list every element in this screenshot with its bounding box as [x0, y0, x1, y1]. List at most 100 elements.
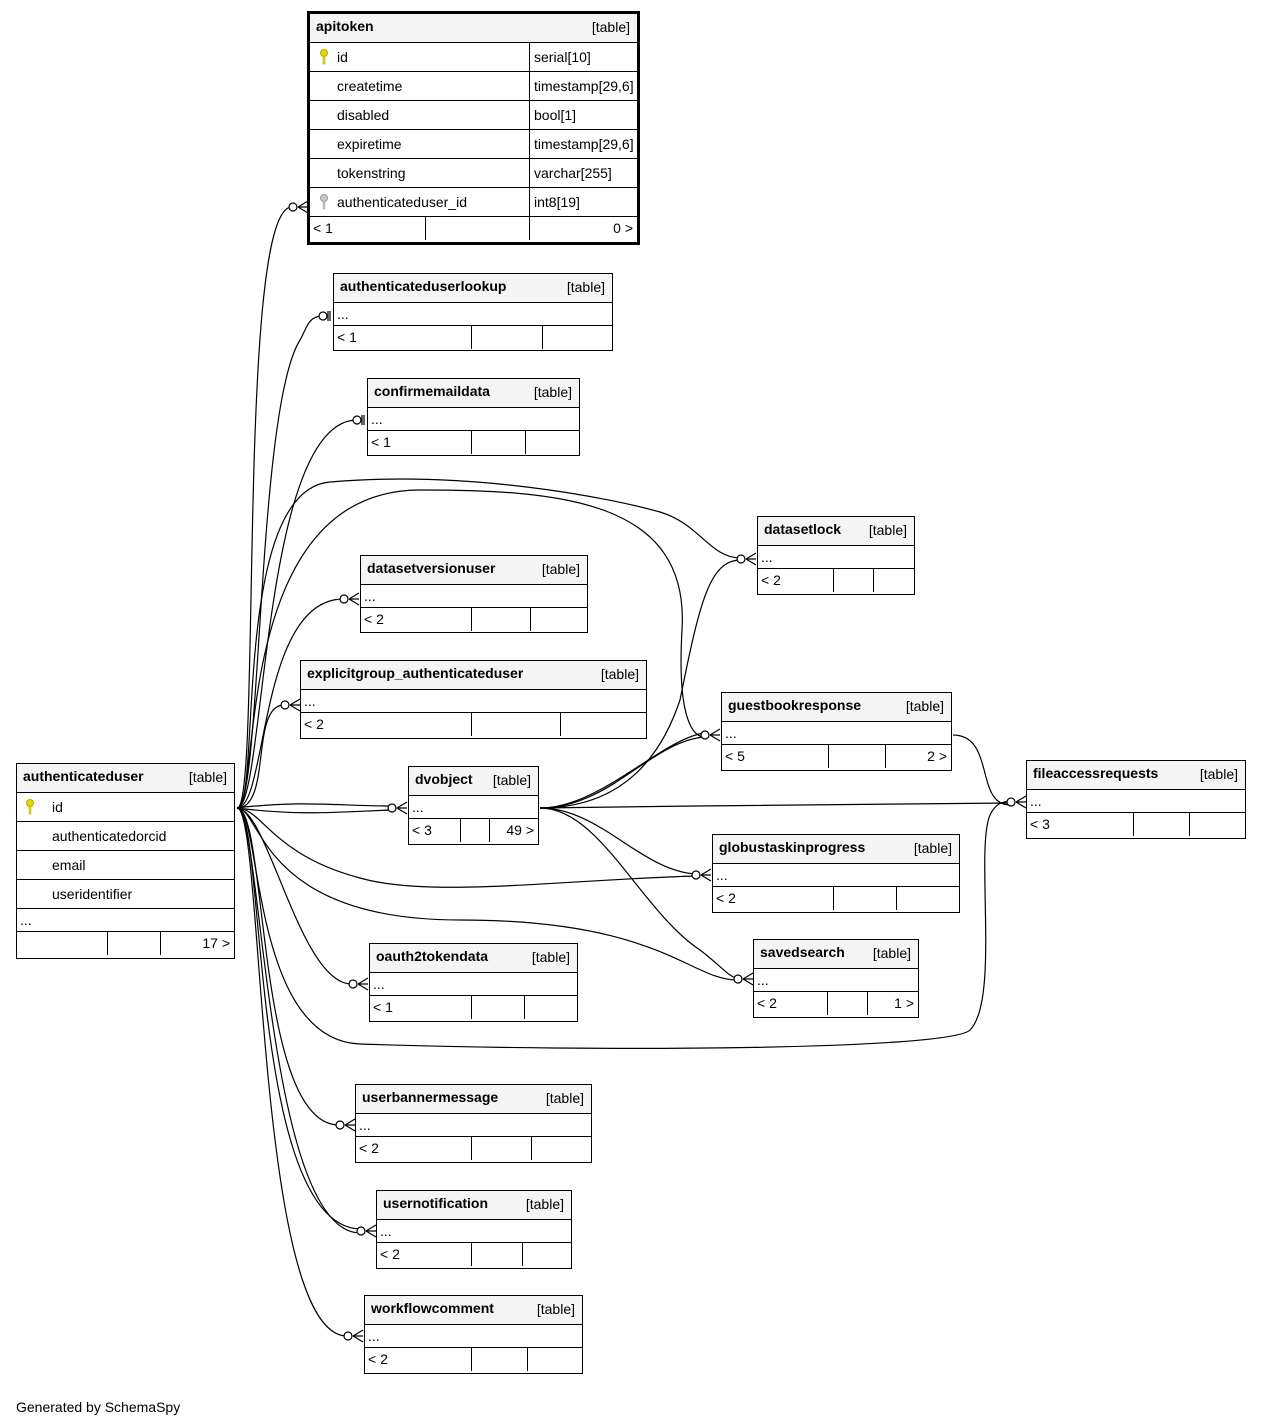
table-usernotification[interactable]: usernotification[table] ... < 2	[376, 1190, 572, 1269]
marker-workflowcomment	[343, 1331, 353, 1341]
table-globustaskinprogress[interactable]: globustaskinprogress[table] ... < 2	[712, 834, 960, 913]
column-name: disabled	[337, 107, 390, 123]
edge-dvobject-fileaccessrequests	[539, 802, 1011, 809]
table-authenticateduserlookup[interactable]: authenticateduserlookup[table] ... < 1	[333, 273, 613, 351]
table-kind: [table]	[600, 666, 639, 682]
table-fileaccessrequests[interactable]: fileaccessrequests[table] ... < 3	[1026, 760, 1246, 839]
ellipsis-row: ...	[377, 1220, 571, 1243]
table-name: datasetversionuser	[367, 560, 496, 576]
table-kind: [table]	[531, 949, 570, 965]
primary-key-icon	[320, 49, 328, 65]
column-name: createtime	[337, 78, 403, 94]
column-type-cell: bool[1]	[529, 101, 637, 129]
column-name: id	[337, 49, 348, 65]
parents-count: < 3	[412, 822, 432, 838]
table-kind: [table]	[913, 840, 952, 856]
edge-dvobject-guestbookresponse-2	[539, 736, 705, 809]
table-footer: < 2 1 >	[754, 992, 918, 1015]
table-datasetlock[interactable]: datasetlock[table] ... < 2	[757, 516, 915, 595]
table-kind: [table]	[872, 945, 911, 961]
table-name: usernotification	[383, 1195, 489, 1211]
ellipsis-row: ...	[368, 408, 579, 431]
column-type-cell: timestamp[29,6]	[529, 72, 637, 100]
parents-count: < 3	[1030, 816, 1050, 832]
table-explicitgroup-authenticateduser[interactable]: explicitgroup_authenticateduser[table] .…	[300, 660, 647, 739]
edge-dvobject-globustaskinprogress	[539, 807, 696, 875]
column-type-cell: int8[19]	[529, 188, 637, 216]
parents-count: < 2	[716, 890, 736, 906]
column-row: tokenstring varchar[255]	[310, 159, 637, 188]
ellipsis-row: ...	[356, 1114, 591, 1137]
column-name: authenticateduser_id	[337, 194, 467, 210]
ellipsis-row: ...	[754, 969, 918, 992]
column-type: int8[19]	[534, 194, 580, 210]
table-footer: < 1	[370, 996, 577, 1019]
edge-authenticateduser-dvobject-2	[236, 807, 392, 814]
table-kind: [table]	[591, 19, 630, 35]
table-oauth2tokendata[interactable]: oauth2tokendata [table] ... < 1	[369, 943, 578, 1022]
parents-count: < 1	[337, 329, 357, 345]
table-savedsearch[interactable]: savedsearch [table] ... < 2 1 >	[753, 939, 919, 1018]
ellipsis-row: ...	[758, 546, 914, 569]
primary-key-icon	[26, 799, 34, 815]
table-footer: < 1	[334, 326, 612, 349]
table-name: userbannermessage	[362, 1089, 499, 1105]
edge-authenticateduser-globustaskinprogress	[236, 807, 696, 888]
edge-authenticateduser-apitoken	[236, 206, 293, 809]
table-apitoken[interactable]: apitoken [table] id serial[10] createtim…	[307, 11, 640, 245]
table-header: apitoken [table]	[310, 14, 637, 43]
edge-authenticateduser-datasetlock	[236, 478, 742, 809]
column-name: tokenstring	[337, 165, 406, 181]
table-guestbookresponse[interactable]: guestbookresponse[table] ... < 5 2 >	[721, 692, 952, 771]
table-workflowcomment[interactable]: workflowcomment[table] ... < 2	[364, 1295, 583, 1374]
column-type: serial[10]	[534, 49, 591, 65]
table-footer: < 2	[356, 1137, 591, 1160]
table-footer: < 2	[365, 1348, 582, 1371]
marker-savedsearch	[733, 974, 743, 984]
table-dvobject[interactable]: dvobject[table] ... < 3 49 >	[408, 766, 539, 845]
ellipsis-row: ...	[409, 796, 538, 819]
column-name: id	[52, 799, 63, 815]
table-name: guestbookresponse	[728, 697, 862, 713]
table-kind: [table]	[533, 384, 572, 400]
table-authenticateduser[interactable]: authenticateduser [table] id authenticat…	[16, 763, 235, 959]
column-row: authenticatedorcid	[17, 822, 234, 851]
table-footer: < 2	[758, 569, 914, 592]
table-name: dvobject	[415, 771, 473, 787]
table-name: confirmemaildata	[374, 383, 490, 399]
table-userbannermessage[interactable]: userbannermessage [table] ... < 2	[355, 1084, 592, 1163]
column-row: authenticateduser_id int8[19]	[310, 188, 637, 217]
column-name: email	[52, 857, 86, 873]
table-kind: [table]	[1199, 766, 1238, 782]
table-footer: < 2	[377, 1243, 571, 1266]
ellipsis-row: ...	[722, 722, 951, 745]
marker-fileaccessrequests	[1006, 797, 1016, 807]
table-name: workflowcomment	[371, 1300, 494, 1316]
table-name: savedsearch	[760, 944, 845, 960]
parents-count: < 2	[380, 1246, 400, 1262]
foreign-key-icon	[320, 194, 328, 210]
table-kind: [table]	[492, 772, 531, 788]
column-row: createtime timestamp[29,6]	[310, 72, 637, 101]
table-kind: [table]	[868, 522, 907, 538]
table-datasetversionuser[interactable]: datasetversionuser[table] ... < 2	[360, 555, 588, 633]
edge-authenticateduser-usernotification-2	[236, 807, 361, 1234]
ellipsis-row: ...	[370, 973, 577, 996]
parents-count: < 2	[359, 1140, 379, 1156]
marker-usernotification	[356, 1226, 366, 1236]
column-type-cell: timestamp[29,6]	[529, 130, 637, 158]
ellipsis-row: ...	[361, 585, 587, 608]
table-name: authenticateduserlookup	[340, 278, 507, 294]
table-confirmemaildata[interactable]: confirmemaildata[table] ... < 1	[367, 378, 580, 456]
edge-dvobject-guestbookresponse	[539, 732, 705, 809]
table-kind: [table]	[545, 1090, 584, 1106]
parents-count: < 1	[373, 999, 393, 1015]
children-count: 2 >	[927, 748, 947, 764]
table-name: oauth2tokendata	[376, 948, 489, 964]
table-name: apitoken	[316, 18, 374, 34]
edge-authenticateduser-dvobject	[236, 803, 392, 809]
marker-globustaskinprogress	[691, 870, 701, 880]
column-type: timestamp[29,6]	[534, 78, 634, 94]
edge-authenticateduser-workflowcomment	[236, 807, 348, 1337]
